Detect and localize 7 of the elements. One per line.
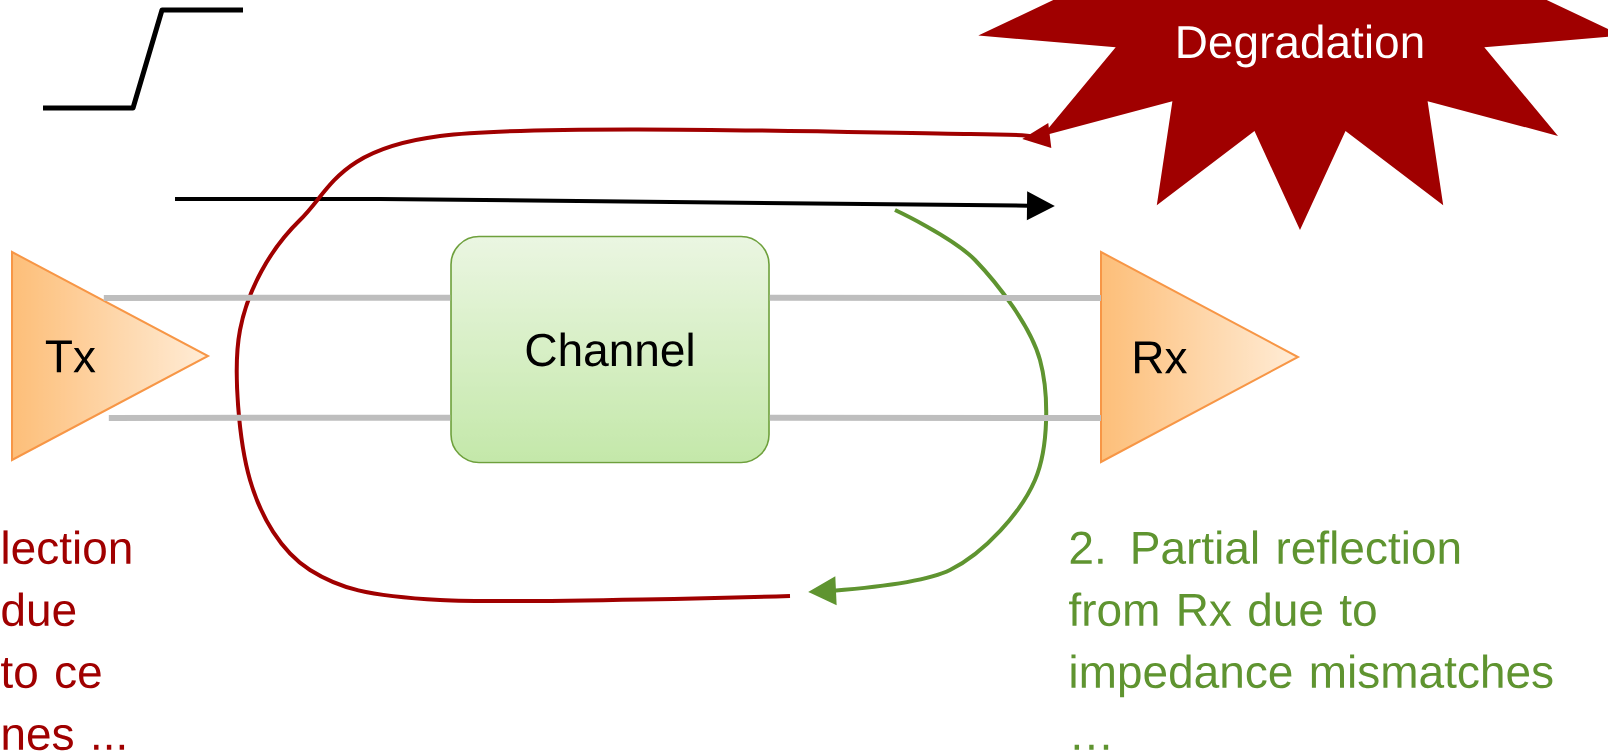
transmission-line xyxy=(769,294,1101,301)
transmission-line xyxy=(103,294,451,301)
annotation-text: 2. Partial reflection from Rx due to impedance mismatches … xyxy=(1069,530,1553,750)
transmission-line xyxy=(769,414,1101,421)
starburst: Degradation xyxy=(978,0,1608,230)
annotation-text: lection due to ce nes ... xyxy=(1,530,131,751)
channel-box: Channel xyxy=(450,235,770,464)
